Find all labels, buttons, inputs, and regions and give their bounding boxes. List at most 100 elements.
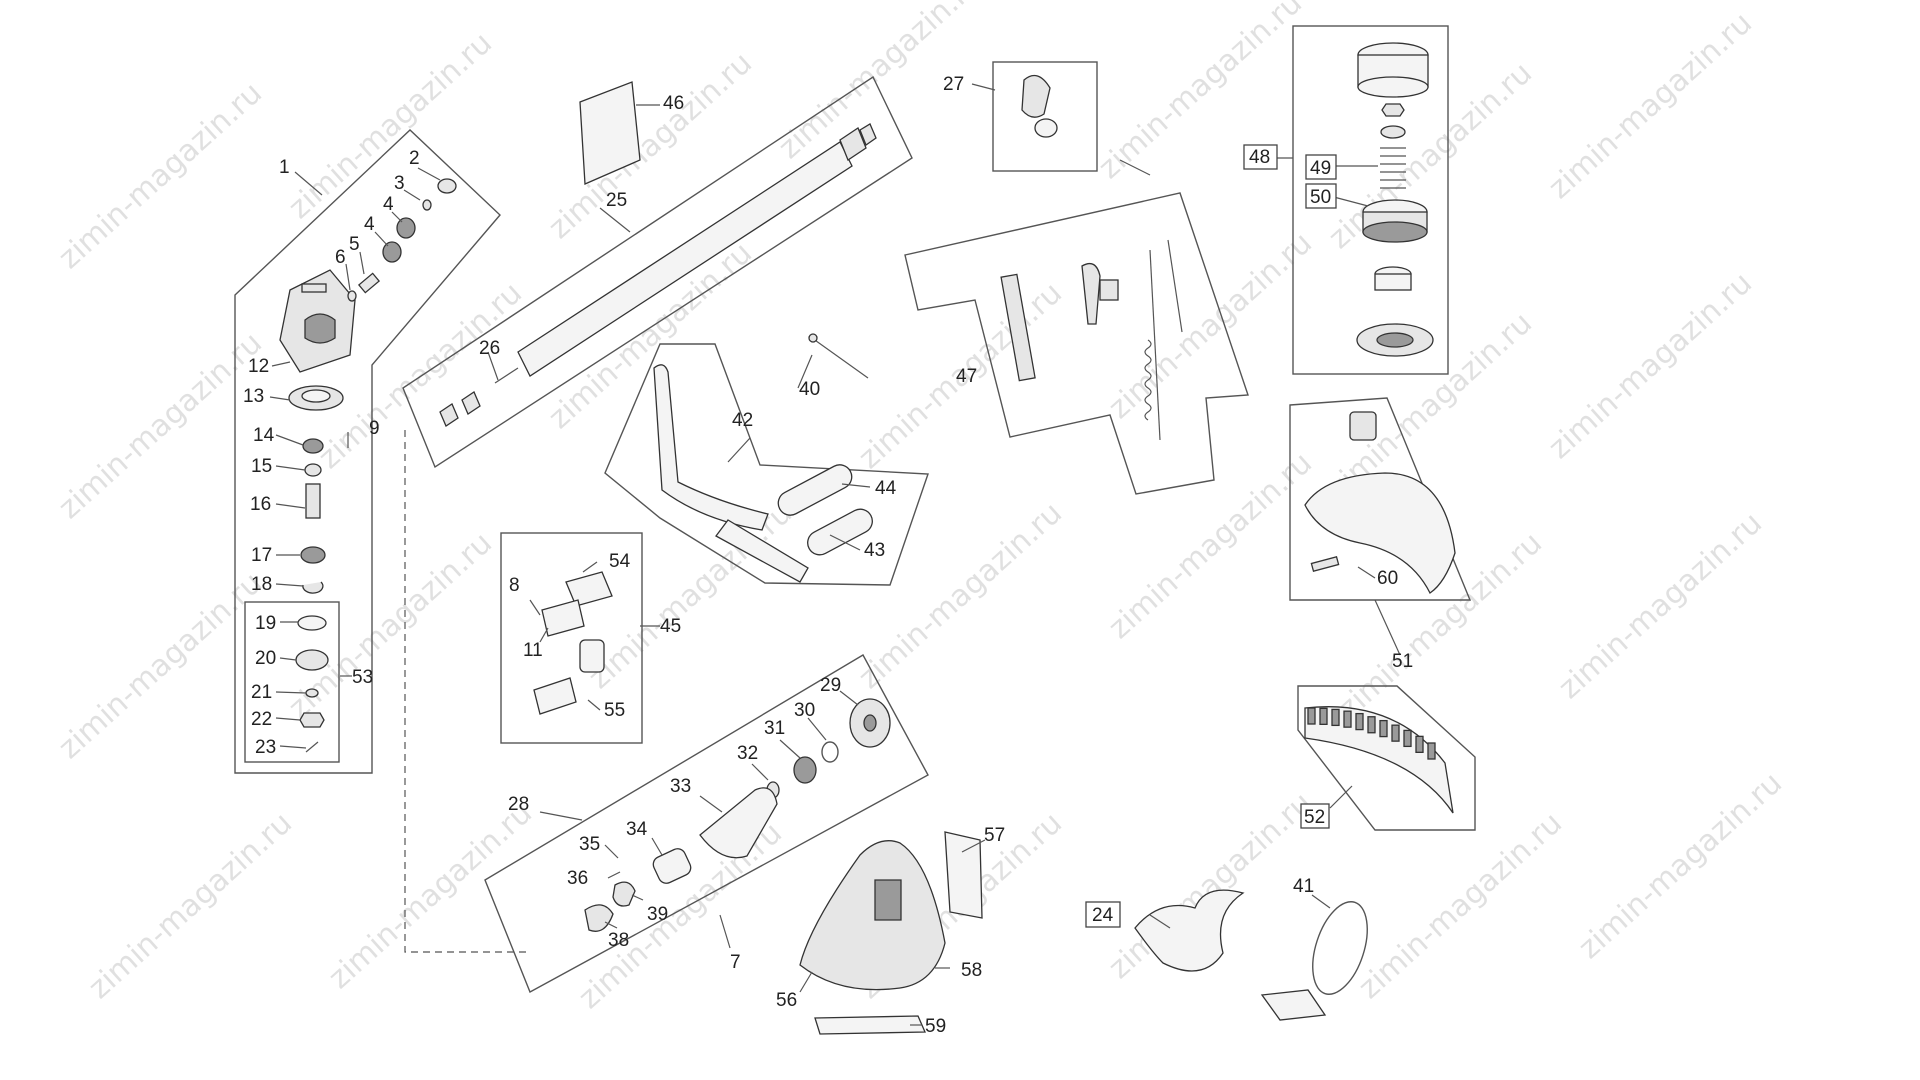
part-42-handle [653, 364, 769, 531]
part-48-cap-bottom [1357, 76, 1429, 98]
watermark-text: zimin-magazin.ru [1572, 766, 1789, 966]
label-4b: 4 [364, 214, 375, 235]
watermark-text: zimin-magazin.ru [52, 326, 269, 526]
part-34-sleeve [652, 848, 692, 884]
part-59-plate [814, 1015, 926, 1035]
label-58: 58 [961, 960, 982, 981]
guard-tooth [1391, 724, 1400, 742]
part-45-clamp-top [565, 571, 613, 607]
guard-tooth [1427, 742, 1436, 760]
part-18-circlip [302, 581, 324, 594]
part-3-washer [422, 199, 432, 211]
label-8: 8 [509, 575, 520, 596]
part-tube-end-b [461, 391, 481, 415]
label-14: 14 [253, 425, 275, 446]
part-46-plate [579, 81, 641, 185]
label-45: 45 [660, 616, 681, 637]
watermark-text: zimin-magazin.ru [582, 496, 799, 696]
label-56: 56 [776, 990, 797, 1011]
watermark-text: zimin-magazin.ru [1102, 226, 1319, 426]
watermark-text: zimin-magazin.ru [52, 76, 269, 276]
label-17: 17 [251, 545, 272, 566]
part-47-spring [1144, 339, 1152, 421]
part-47-cable [1149, 249, 1161, 441]
part-6-washer [347, 290, 357, 302]
part-41-strap [1312, 901, 1368, 995]
label-30: 30 [794, 700, 815, 721]
part-58-cover [799, 840, 946, 991]
part-29-hub [863, 714, 877, 732]
label-11: 11 [523, 640, 543, 661]
label-51: 51 [1392, 651, 1413, 672]
label-27: 27 [943, 74, 964, 95]
label-47: 47 [956, 366, 977, 387]
watermark-text: zimin-magazin.ru [1102, 446, 1319, 646]
watermark-text: zimin-magazin.ru [1322, 56, 1539, 256]
watermark-text: zimin-magazin.ru [322, 796, 539, 996]
label-42: 42 [732, 410, 753, 431]
label-60: 60 [1377, 568, 1398, 589]
guard-tooth [1319, 707, 1328, 725]
part-13-cover-inner [301, 389, 331, 403]
part-51-plate [1310, 555, 1340, 573]
label-29: 29 [820, 675, 841, 696]
label-43: 43 [864, 540, 885, 561]
watermark-text: zimin-magazin.ru [1352, 806, 1569, 1006]
part-57-gasket [944, 831, 983, 919]
part-39-clamp [612, 881, 636, 907]
label-48: 48 [1249, 147, 1270, 168]
label-22: 22 [251, 709, 272, 730]
label-23: 23 [255, 737, 276, 758]
watermark-text: zimin-magazin.ru [1552, 506, 1769, 706]
part-22-nut [299, 712, 325, 728]
part-38-clamp [584, 904, 614, 932]
label-1: 1 [279, 157, 290, 178]
part-45-clamp-mid [541, 599, 585, 637]
label-50: 50 [1310, 187, 1331, 208]
label-15: 15 [251, 456, 272, 477]
label-12: 12 [248, 356, 269, 377]
part-52-teeth [1307, 707, 1436, 760]
label-41: 41 [1293, 876, 1314, 897]
part-23-pin [305, 741, 319, 753]
frame-throttle-group-47 [904, 192, 1249, 495]
frame-guard-52 [1297, 685, 1476, 831]
label-19: 19 [255, 613, 276, 634]
part-14-bearing [302, 438, 324, 454]
label-33: 33 [670, 776, 691, 797]
label-49: 49 [1310, 158, 1331, 179]
label-13: 13 [243, 386, 264, 407]
part-4-bearing-b [382, 241, 402, 263]
frame-line-head-48 [1292, 25, 1449, 375]
label-36: 36 [567, 868, 588, 889]
part-48-washer [1380, 125, 1406, 139]
label-16: 16 [250, 494, 271, 515]
label-20: 20 [255, 648, 276, 669]
part-27-clamp [1034, 118, 1058, 138]
part-4-bearing-a [396, 217, 416, 239]
label-31: 31 [764, 718, 785, 739]
part-47-lever [1000, 273, 1036, 382]
label-35: 35 [579, 834, 600, 855]
watermark-text: zimin-magazin.ru [52, 566, 269, 766]
guard-tooth [1355, 712, 1364, 731]
label-54: 54 [609, 551, 631, 572]
part-27-bracket [1021, 74, 1051, 118]
label-6: 6 [335, 247, 346, 268]
label-24-box [1085, 901, 1121, 928]
frame-guard-51 [1289, 397, 1472, 601]
guard-tooth [1403, 729, 1412, 748]
label-48-box [1243, 144, 1278, 170]
part-51-guard [1304, 472, 1456, 594]
label-49-box [1305, 154, 1337, 180]
part-20-flange [295, 649, 329, 671]
dashed-connector [404, 430, 530, 953]
frame-clutch-group-28 [484, 654, 929, 993]
part-16-spindle [305, 483, 321, 519]
part-21-washer [305, 688, 319, 698]
label-39: 39 [647, 904, 668, 925]
frame-group-53 [244, 601, 340, 763]
frame-shaft-tube-group [402, 75, 913, 469]
part-52-guard [1304, 706, 1454, 814]
part-24-blade [1134, 889, 1245, 972]
